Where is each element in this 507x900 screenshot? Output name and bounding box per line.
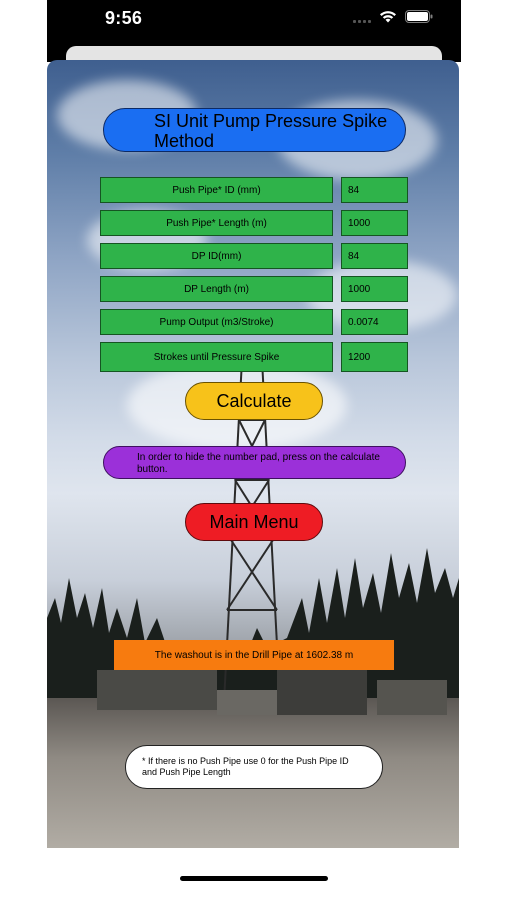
push-pipe-id-label: Push Pipe* ID (mm) [100,177,333,203]
status-icons [353,10,433,23]
main-menu-button[interactable]: Main Menu [185,503,323,541]
status-time: 9:56 [105,8,143,28]
strokes-input[interactable]: 1200 [341,342,408,372]
dp-length-label: DP Length (m) [100,276,333,302]
push-pipe-id-input[interactable]: 84 [341,177,408,203]
info-message: In order to hide the number pad, press o… [103,446,406,479]
pump-output-label: Pump Output (m3/Stroke) [100,309,333,335]
signal-icon [353,11,371,23]
battery-icon [405,10,433,23]
dp-length-input[interactable]: 1000 [341,276,408,302]
push-pipe-length-label: Push Pipe* Length (m) [100,210,333,236]
dp-id-label: DP ID(mm) [100,243,333,269]
push-pipe-note: * If there is no Push Pipe use 0 for the… [125,745,383,789]
calculate-button[interactable]: Calculate [185,382,323,420]
wifi-icon [379,10,397,23]
pump-output-input[interactable]: 0.0074 [341,309,408,335]
home-indicator[interactable] [180,876,328,881]
push-pipe-length-input[interactable]: 1000 [341,210,408,236]
dp-id-input[interactable]: 84 [341,243,408,269]
result-label: The washout is in the Drill Pipe at 1602… [114,640,394,670]
app-title: SI Unit Pump Pressure Spike Method [103,108,406,152]
strokes-label: Strokes until Pressure Spike [100,342,333,372]
